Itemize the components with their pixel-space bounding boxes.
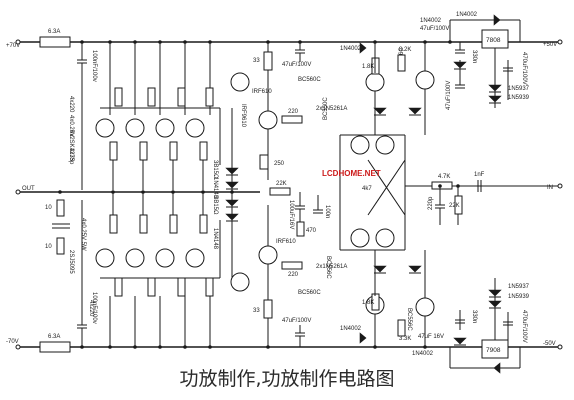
cap-47u-a-label: 47uF/100V (282, 62, 311, 68)
d1n4148-b-label: 1N4148 (212, 228, 218, 250)
r33-b-label: 33 (253, 308, 260, 314)
fuse-top (39, 36, 71, 48)
tn5939-b-label: 1N5939 (508, 294, 530, 300)
tr-bot-label: 2SJ5095 (68, 250, 74, 274)
tn4002-c-label: 1N4002 (456, 12, 478, 18)
r220-b-label: 220 (288, 272, 299, 278)
rail-neg-in-label: -70V (6, 339, 19, 345)
image-caption: 功放制作,功放制作电路图 (179, 368, 395, 390)
terminal-in (557, 183, 563, 189)
reg-bot-label: 7908 (486, 347, 501, 354)
cap-47u16-label: 47uF 16V (418, 334, 444, 340)
r1k8-b-label: 1.8K (362, 300, 374, 306)
d1n4148-a-label: 1N4148 (212, 177, 218, 199)
cap-330n-b-label: 330n (471, 310, 477, 323)
bc556c-c-label: BC556C (406, 308, 412, 331)
r250-label: 250 (274, 161, 285, 167)
r33-a-label: 33 (253, 58, 260, 64)
rail-neg-out-label: -50V (543, 341, 556, 347)
bc560c-a-label: BC560C (298, 77, 321, 83)
output-mosfets-bottom (95, 192, 221, 347)
tn5937-b-label: 1N5937 (508, 284, 530, 290)
driver-bjt-top (230, 72, 250, 92)
irf9610-label: IRF9610 (240, 104, 246, 128)
terminal-pos-out (557, 39, 563, 45)
bc560c-b-label: BC560C (298, 290, 321, 296)
tn4002-a-label: 1N4002 (340, 46, 362, 52)
reg-top-label: 7808 (486, 37, 501, 44)
r220-a-label: 220 (288, 109, 299, 115)
tn5939-a-label: 1N5939 (508, 95, 530, 101)
r4x33p-label: 4x33p (68, 148, 74, 165)
out-label: OUT (22, 186, 35, 192)
bc556c-label: BC556C (325, 256, 331, 279)
rail-pos-in-label: +70V (6, 43, 20, 49)
driver-bjt-bottom (230, 272, 250, 292)
fuse-bottom (39, 341, 71, 353)
r470-label: 470 (306, 228, 317, 234)
cap-47u-d-label: 47uF/100V (446, 81, 452, 110)
cap-100u-label: 100uF/16V (288, 200, 294, 229)
tn5937-a-label: 1N5937 (508, 86, 530, 92)
r4k7-label: 4.7K (438, 174, 450, 180)
cap-470u-b-label: 470uF/100V (521, 310, 527, 343)
r8k2-label: 8.2K (399, 47, 411, 53)
bias-pot (259, 154, 269, 170)
terminal-neg-in (15, 344, 21, 350)
cap-47u-b-label: 47uF/100V (282, 318, 311, 324)
bias-diode-string (225, 108, 239, 280)
r4x220-top-label: 4x220 (68, 96, 74, 113)
watermark-label: LCDHOME.NET (322, 169, 381, 178)
cap-1nf-label: 1nF (474, 172, 485, 178)
r4x2-top-label: 4x0.25V (68, 115, 74, 137)
cap-220p-label: 220p (428, 196, 434, 210)
fuse-top-label: 6.3A (48, 29, 60, 35)
cap-bottom-label: 100nF/100v (91, 292, 97, 324)
tn4002-b-label: 1N4002 (340, 326, 362, 332)
terminal-out (15, 189, 21, 195)
cap-330n-a-label: 330n (471, 50, 477, 63)
cap-top-label: 100nF/100v (91, 50, 97, 82)
driver-mosfet-bottom (258, 245, 278, 265)
tn4002-d-label: 1N4002 (420, 18, 442, 24)
tn4002-e-label: 1N4002 (412, 351, 434, 357)
irf610-b-label: IRF610 (276, 239, 296, 245)
terminal-neg-out (557, 344, 563, 350)
r10-a-label: 10 (45, 205, 52, 211)
driver-mosfet-top (258, 110, 278, 130)
rail-pos-out-label: +50V (543, 42, 557, 48)
input-differential-stage (339, 134, 406, 251)
cap-100n-label: 100n (324, 205, 330, 218)
ss9014b-label: 2x1N5261A (316, 264, 347, 270)
r1k8-a-label: 1.8K (362, 64, 374, 70)
tr-top-label: 4x2SK1275 (68, 130, 74, 162)
in-label: IN (547, 185, 553, 191)
output-mosfets-top (95, 42, 221, 190)
r3k3-label: 3.3K (399, 336, 411, 342)
terminal-pos-in (15, 39, 21, 45)
bc550c-label: BC550C (323, 97, 329, 120)
zd-bot-label: 3B15Ω (212, 196, 218, 215)
r4k7-center-label: 4k7 (362, 186, 372, 192)
irf610-label: IRF610 (252, 89, 272, 95)
r22k-label: 22K (276, 181, 287, 187)
r4x25w-label: 4x0.25V 5W (80, 218, 86, 251)
r4x220-bot-label: 4x220 (88, 300, 94, 317)
ss9014-label: 2x1N5261A (316, 106, 347, 112)
zd-top-label: 3B15Ω (212, 160, 218, 179)
cap-47u-c-label: 47uF/100V (420, 26, 449, 32)
r10-b-label: 10 (45, 244, 52, 250)
cap-470u-label: 470uF/100V (521, 52, 527, 85)
r22k-in-label: 22K (449, 203, 460, 209)
fuse-bottom-label: 6.3A (48, 334, 60, 340)
